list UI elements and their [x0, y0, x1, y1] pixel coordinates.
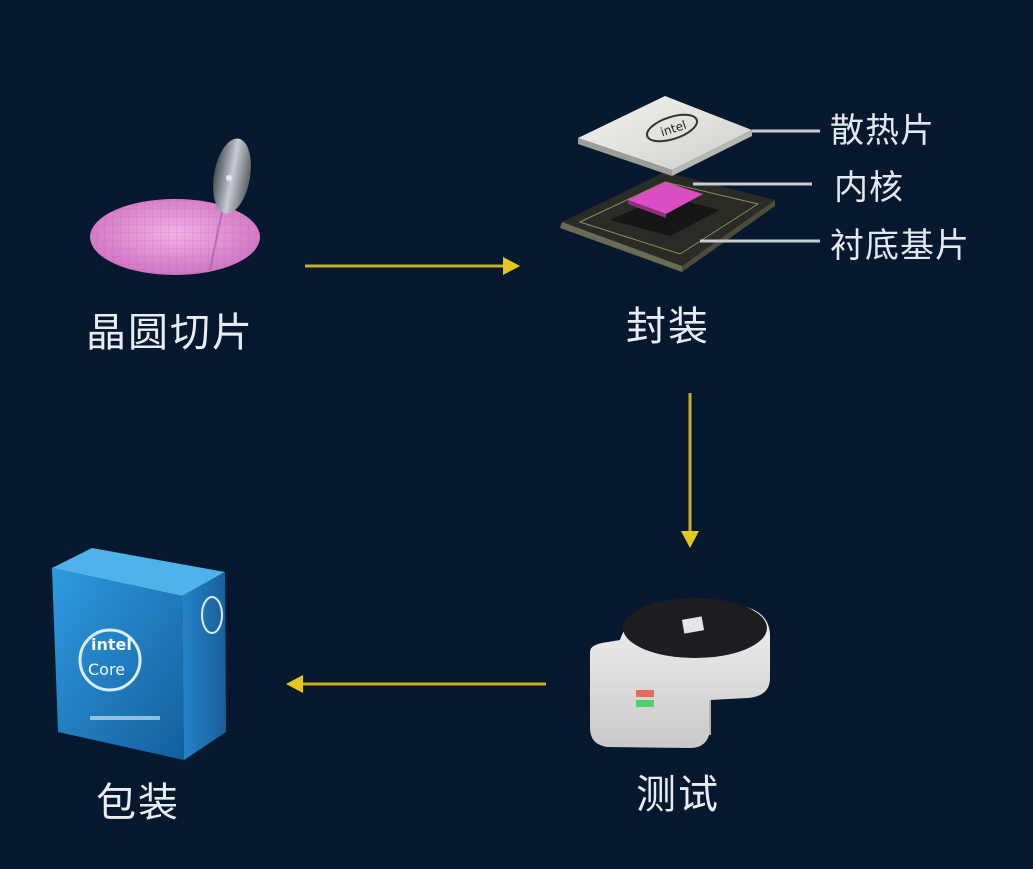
step-label-boxing: 包装	[96, 780, 180, 826]
part-label-substrate: 衬底基片	[830, 226, 970, 266]
box-product-text: Core	[88, 660, 125, 679]
box-logo-text: intel	[91, 635, 132, 654]
part-label-heatsink: 散热片	[830, 111, 935, 151]
arrow-right	[305, 257, 520, 275]
step-label-wafer: 晶圆切片	[86, 310, 254, 356]
cpu-exploded-icon: intel	[560, 96, 820, 272]
part-label-core: 内核	[834, 168, 904, 208]
retail-box-icon: intel Core	[52, 548, 226, 760]
wafer-disc-icon	[90, 138, 260, 275]
arrow-down	[681, 393, 699, 548]
step-label-test: 测试	[636, 772, 720, 818]
arrow-left	[286, 675, 546, 693]
step-label-package: 封装	[626, 304, 710, 350]
test-machine-icon	[590, 598, 770, 748]
